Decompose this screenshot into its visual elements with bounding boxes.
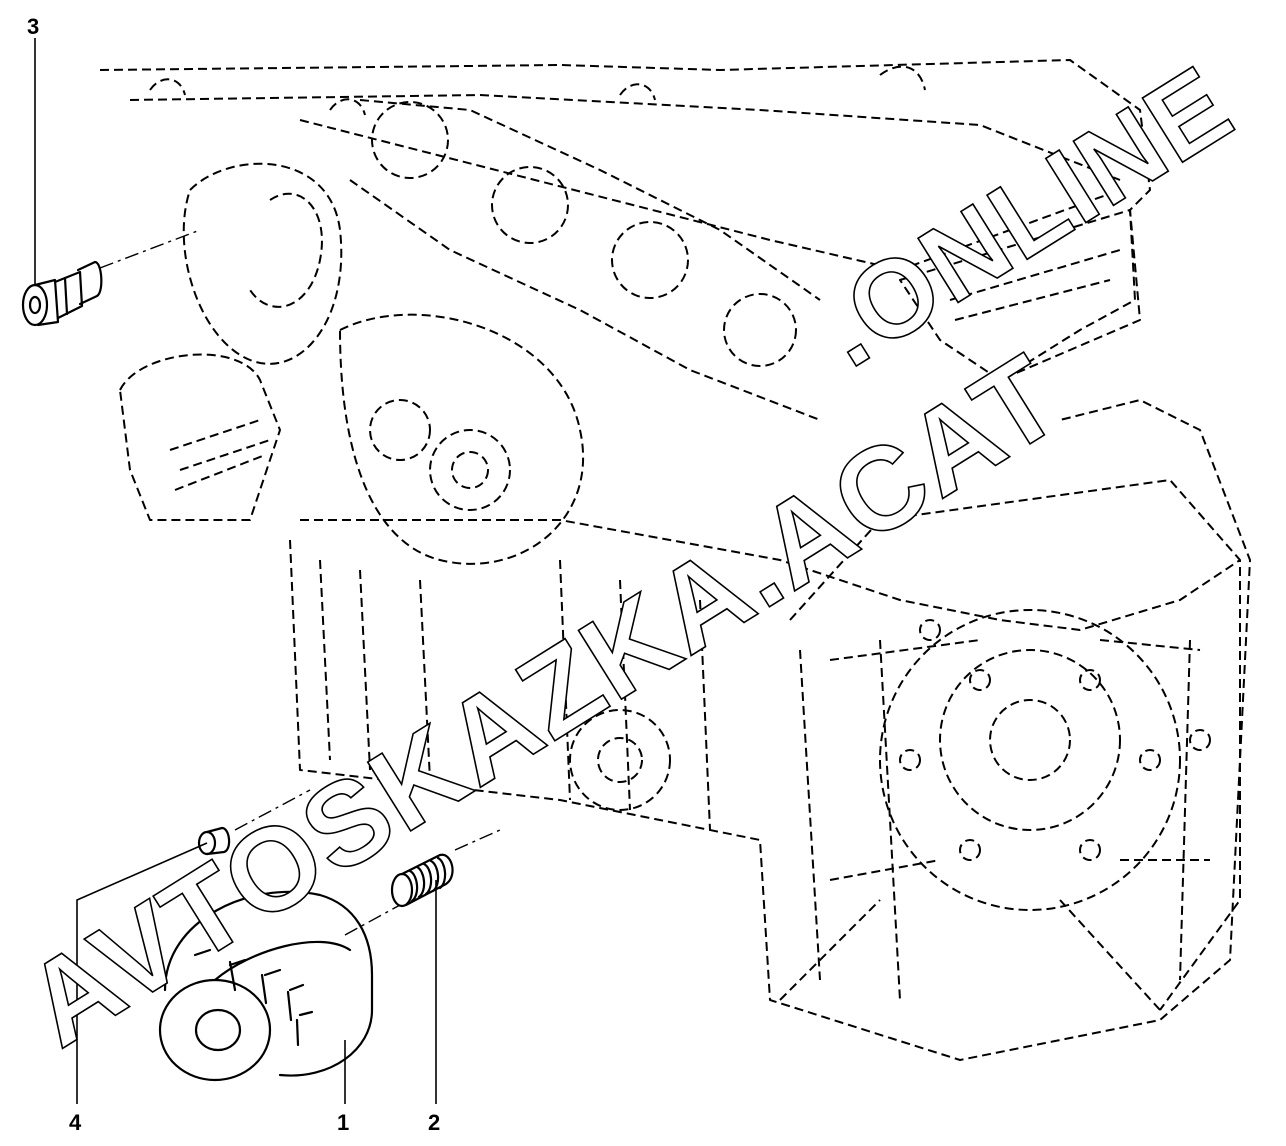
callout-4: 4 xyxy=(69,1110,82,1135)
watermark-main: AVTOSKAZKA.ACAT xyxy=(4,329,1083,1072)
engine-block-phantom xyxy=(99,59,1251,1061)
part-1-oil-filter xyxy=(158,890,374,1082)
part-4-seal-ring xyxy=(197,826,231,856)
callout-2: 2 xyxy=(428,1110,440,1135)
callout-labels: 3 4 1 2 xyxy=(27,14,440,1135)
watermark: AVTOSKAZKA.ACAT .ONLINE xyxy=(3,41,1254,1072)
part-3-plug-bolt xyxy=(21,260,103,327)
callout-3: 3 xyxy=(27,14,39,39)
callout-leaders xyxy=(34,38,437,1104)
part-2-threaded-stud xyxy=(390,853,454,908)
assembly-axes xyxy=(99,229,501,936)
watermark-tail: .ONLINE xyxy=(798,42,1253,390)
callout-1: 1 xyxy=(337,1110,349,1135)
